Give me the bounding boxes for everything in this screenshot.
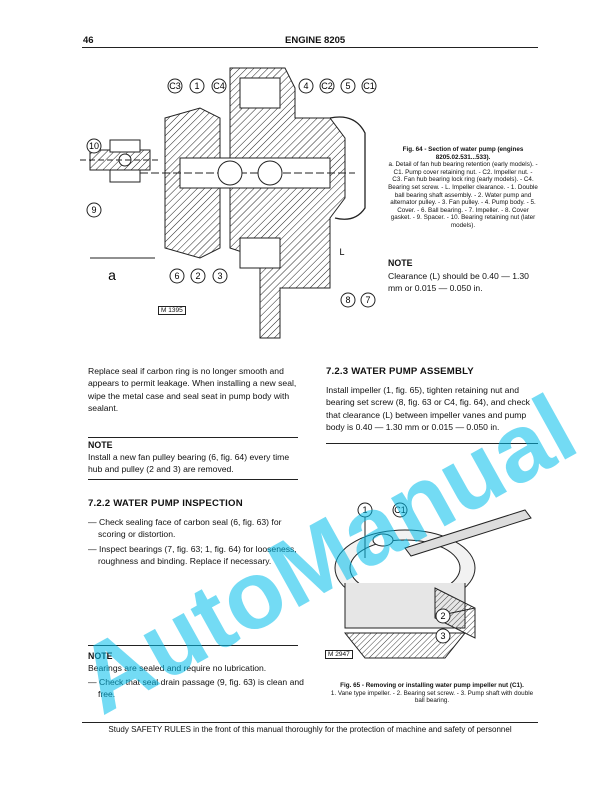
note2-heading: NOTE <box>88 651 113 661</box>
figure-65-drawing: 1 C1 2 3 M 2947 <box>325 498 541 670</box>
callout-l: L <box>339 247 344 257</box>
figure-64-note-text: Clearance (L) should be 0.40 — 1.30 mm o… <box>388 271 529 294</box>
callout-c4: C4 <box>213 81 225 91</box>
assembly-paragraph: Install impeller (1, fig. 65), tighten r… <box>326 385 530 433</box>
page-number: 46 <box>83 35 94 46</box>
pump-photo-drawing <box>334 508 532 659</box>
callout-2: 2 <box>195 271 200 281</box>
callout-7: 7 <box>365 295 370 305</box>
note1-heading: NOTE <box>88 440 113 450</box>
callout-3: 3 <box>217 271 222 281</box>
callout-5: 5 <box>345 81 350 91</box>
figure-64-note-heading: NOTE <box>388 258 413 268</box>
footer-rule <box>82 722 538 723</box>
detail-a-drawing <box>80 139 160 259</box>
fig65-callout-2: 2 <box>440 611 445 621</box>
footer-safety-text: Study SAFETY RULES in the front of this … <box>108 725 512 734</box>
callout-10: 10 <box>89 141 99 151</box>
note1-text: Install a new fan pulley bearing (6, fig… <box>88 452 290 475</box>
inspection-bullet-2: — Inspect bearings (7, fig. 63; 1, fig. … <box>88 544 297 567</box>
figure-65-caption-body: 1. Vane type impeller. - 2. Bearing set … <box>330 689 534 705</box>
figure-64-drawing: C3 1 C4 4 C2 5 C1 10 9 6 2 3 L 8 <box>80 58 380 348</box>
header-rule <box>82 47 538 48</box>
fig65-callout-3: 3 <box>440 631 445 641</box>
inspection-bullet-1: — Check sealing face of carbon seal (6, … <box>88 517 282 540</box>
figure-64-caption-body: a. Detail of fan hub bearing retention (… <box>388 161 538 229</box>
figure-65-caption: Fig. 65 - Removing or installing water p… <box>326 682 538 705</box>
callout-9: 9 <box>91 205 96 215</box>
figure-64-caption-title: Fig. 64 - Section of water pump (engines… <box>402 146 524 161</box>
note1-bottom-rule <box>88 479 298 480</box>
detail-a-label: a <box>108 267 116 283</box>
fig65-callout-c1: C1 <box>394 505 406 515</box>
note2-text: Bearings are sealed and require no lubri… <box>88 663 267 673</box>
note1-top-rule <box>88 437 298 438</box>
assembly-bottom-rule <box>326 443 538 444</box>
seal-replacement-paragraph: Replace seal if carbon ring is no longer… <box>88 366 297 414</box>
page-title: ENGINE 8205 <box>285 35 346 46</box>
fig65-callout-1: 1 <box>362 505 367 515</box>
figure-65-caption-title: Fig. 65 - Removing or installing water p… <box>340 682 524 689</box>
note2-bullet: — Check that seal drain passage (9, fig.… <box>88 677 304 700</box>
callout-4: 4 <box>303 81 308 91</box>
callout-8: 8 <box>345 295 350 305</box>
figure-64-caption: Fig. 64 - Section of water pump (engines… <box>388 146 538 230</box>
callout-c1: C1 <box>363 81 375 91</box>
section-7-2-3-heading: 7.2.3 WATER PUMP ASSEMBLY <box>326 366 474 377</box>
callout-c3: C3 <box>169 81 181 91</box>
note2-top-rule <box>88 645 298 646</box>
callout-6: 6 <box>174 271 179 281</box>
pump-section-drawing <box>140 67 366 339</box>
section-7-2-2-heading: 7.2.2 WATER PUMP INSPECTION <box>88 498 243 509</box>
callout-c2: C2 <box>321 81 333 91</box>
figure-65-code-tag: M 2947 <box>325 650 353 659</box>
callout-1: 1 <box>194 81 199 91</box>
figure-64-code-tag: M 1395 <box>158 306 186 315</box>
